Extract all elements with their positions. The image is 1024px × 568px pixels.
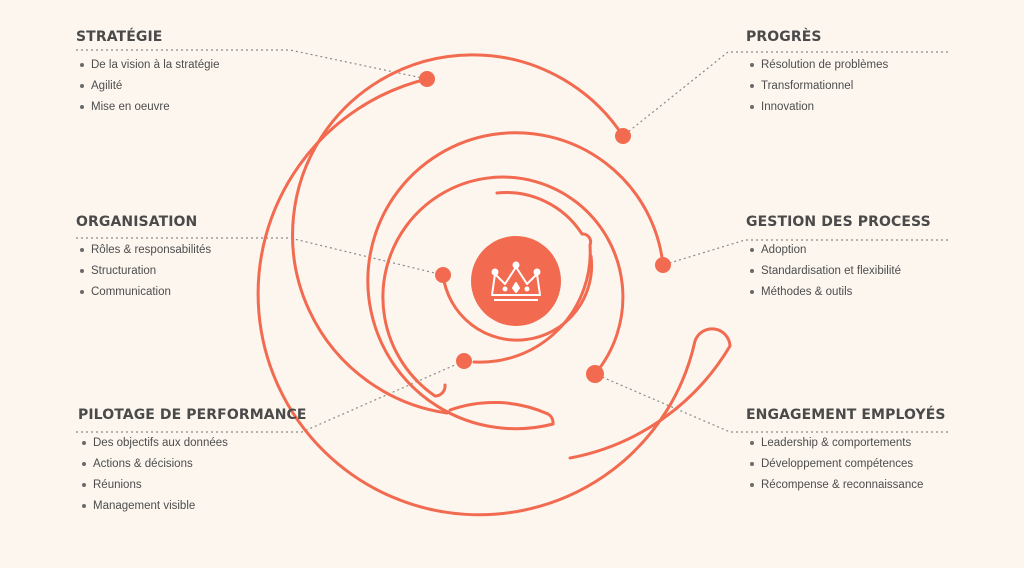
connector-engagement	[594, 373, 948, 433]
list-item: Développement compétences	[746, 454, 946, 475]
section-organisation: ORGANISATION Rôles & responsabilités Str…	[76, 214, 211, 303]
list-item: Leadership & comportements	[746, 433, 946, 454]
list-item: Rôles & responsabilités	[76, 240, 211, 261]
dot-progres	[615, 128, 631, 144]
connector-strategie	[76, 49, 428, 80]
list-item: Communication	[76, 282, 211, 303]
spiral-arc-progres	[291, 53, 625, 415]
list-item: De la vision à la stratégie	[76, 55, 219, 76]
section-engagement: ENGAGEMENT EMPLOYÉS Leadership & comport…	[746, 407, 946, 496]
list-item: Adoption	[746, 240, 931, 261]
spiral-arc-core	[441, 254, 594, 342]
list-item: Standardisation et flexibilité	[746, 261, 931, 282]
center-circle	[471, 236, 561, 326]
section-title: PILOTAGE DE PERFORMANCE	[78, 407, 307, 423]
section-title: ENGAGEMENT EMPLOYÉS	[746, 407, 946, 423]
crown-icon	[491, 261, 541, 301]
list-item: Mise en oeuvre	[76, 97, 219, 118]
section-title: STRATÉGIE	[76, 29, 163, 45]
dot-strategie	[419, 71, 435, 87]
list-item: Des objectifs aux données	[78, 433, 307, 454]
section-gestion: GESTION DES PROCESS Adoption Standardisa…	[746, 214, 931, 303]
list-item: Méthodes & outils	[746, 282, 931, 303]
dot-engagement	[586, 365, 604, 383]
section-progres: PROGRÈS Résolution de problèmes Transfor…	[746, 29, 888, 118]
spiral-arc-gestion	[366, 131, 665, 431]
dot-gestion	[655, 257, 671, 273]
connector-progres	[622, 51, 948, 137]
list-item: Management visible	[78, 496, 307, 517]
spiral-arc-outer	[256, 77, 732, 517]
list-item: Innovation	[746, 97, 888, 118]
list-item: Structuration	[76, 261, 211, 282]
list-item: Réunions	[78, 475, 307, 496]
section-title: ORGANISATION	[76, 214, 198, 230]
section-title: GESTION DES PROCESS	[746, 214, 931, 230]
list-item: Récompense & reconnaissance	[746, 475, 946, 496]
connector-pilotage	[76, 360, 465, 433]
connector-gestion	[662, 239, 948, 266]
list-item: Résolution de problèmes	[746, 55, 888, 76]
spiral-arc-engagement	[381, 175, 625, 398]
section-strategie: STRATÉGIE De la vision à la stratégie Ag…	[76, 29, 219, 118]
list-item: Transformationnel	[746, 76, 888, 97]
spiral-arc-inner	[472, 191, 593, 364]
dot-pilotage	[456, 353, 472, 369]
list-item: Actions & décisions	[78, 454, 307, 475]
section-pilotage: PILOTAGE DE PERFORMANCE Des objectifs au…	[78, 407, 307, 517]
connector-organisation	[76, 237, 444, 276]
section-title: PROGRÈS	[746, 29, 822, 45]
dot-organisation	[435, 267, 451, 283]
list-item: Agilité	[76, 76, 219, 97]
